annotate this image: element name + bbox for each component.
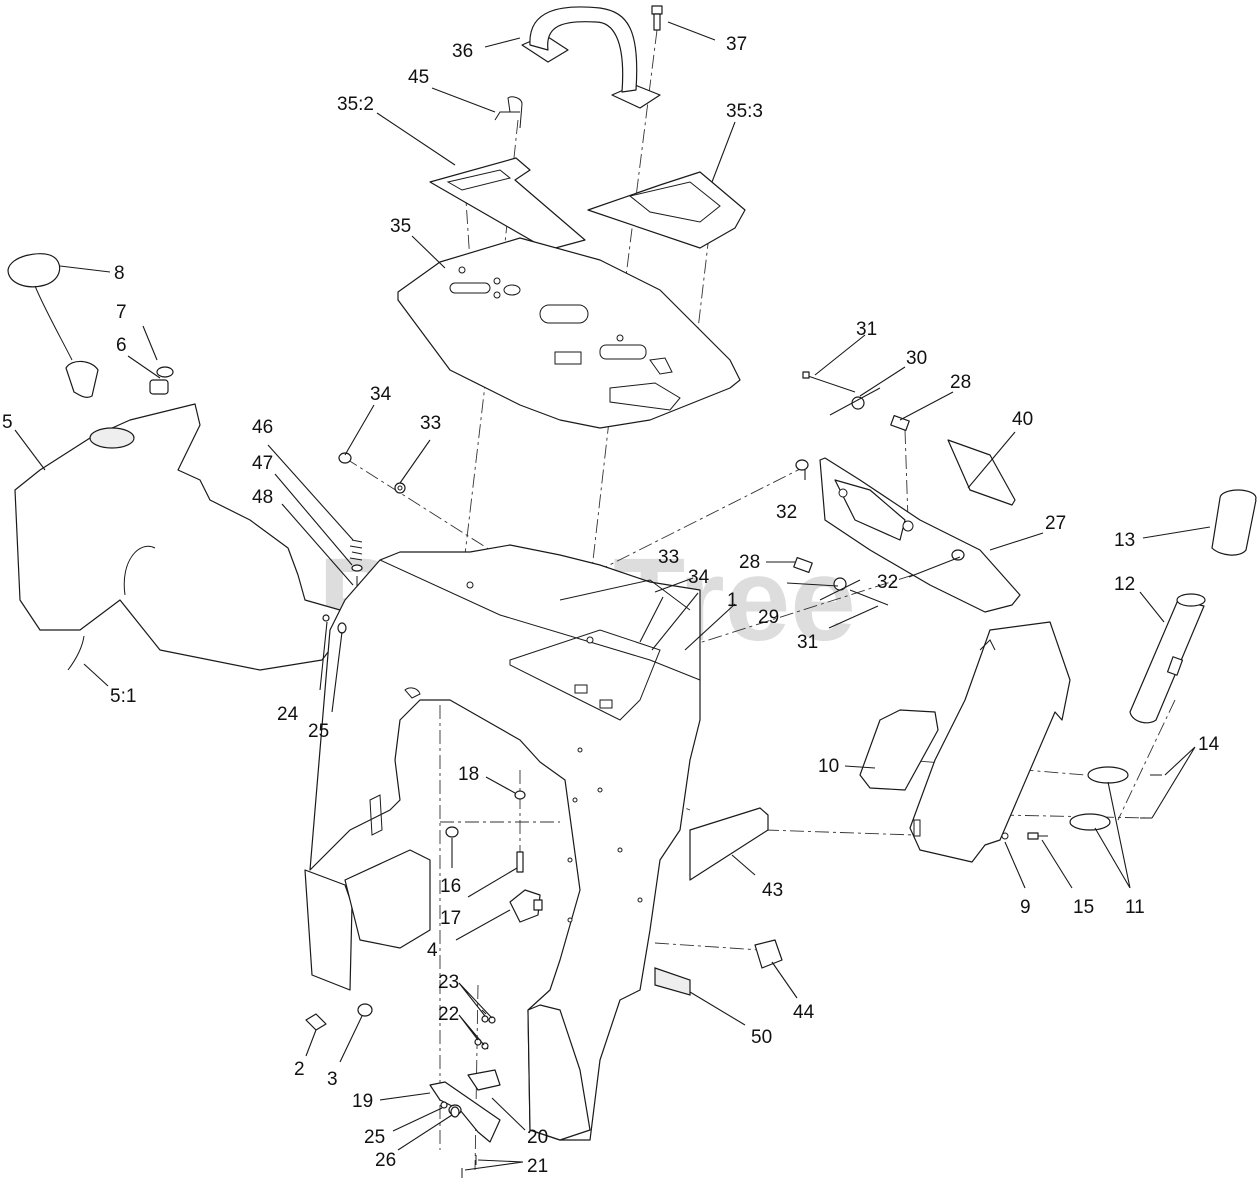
callout-11: 11	[1125, 897, 1145, 918]
decal-43	[689, 807, 769, 881]
callout-7: 7	[116, 302, 127, 323]
handle-part	[521, 6, 661, 109]
side-panel-part	[909, 621, 1071, 863]
callout-47: 47	[252, 453, 273, 474]
callout-30: 30	[906, 348, 927, 369]
callout-36: 36	[452, 41, 473, 62]
leader-lines	[14, 21, 1211, 1171]
screw-15-part	[1027, 832, 1048, 840]
callout-9: 9	[1020, 897, 1031, 918]
callout-22: 22	[438, 1004, 459, 1025]
decal-35-3	[587, 171, 746, 249]
callout-27: 27	[1045, 513, 1066, 534]
callout-26: 26	[375, 1150, 396, 1171]
decal-35-2	[429, 157, 586, 251]
bracket-part	[429, 1009, 501, 1143]
pad-part	[859, 709, 939, 791]
callout-48: 48	[252, 487, 273, 508]
clamp-part	[1069, 766, 1129, 831]
shield-plate-part	[819, 457, 1021, 613]
hinge-hardware-part	[793, 371, 965, 606]
callout-5-1: 5:1	[110, 686, 136, 707]
callout-32-top: 32	[776, 502, 797, 523]
callout-34-top: 34	[370, 384, 392, 405]
decal-44	[754, 939, 783, 969]
callout-3: 3	[327, 1069, 338, 1090]
callout-33-mid: 33	[658, 547, 679, 568]
callout-12: 12	[1114, 574, 1135, 595]
callout-35-3: 35:3	[726, 101, 763, 122]
callout-33-top: 33	[420, 413, 441, 434]
pin-part	[494, 96, 523, 129]
callout-14: 14	[1198, 734, 1220, 755]
callout-10: 10	[818, 756, 839, 777]
callout-1: 1	[727, 590, 738, 611]
callout-43: 43	[762, 880, 783, 901]
callout-31-bottom: 31	[797, 632, 818, 653]
grip-part	[1211, 489, 1257, 556]
callout-13: 13	[1114, 530, 1135, 551]
callout-4: 4	[427, 940, 438, 961]
callout-16: 16	[440, 876, 461, 897]
control-panel-part	[397, 237, 741, 429]
callout-32-bottom: 32	[877, 572, 898, 593]
callout-25-left: 25	[308, 721, 329, 742]
fuel-tank-part	[14, 403, 346, 671]
callout-45: 45	[408, 67, 429, 88]
callout-5: 5	[2, 412, 13, 433]
callout-20: 20	[527, 1127, 548, 1148]
small-hardware-part	[322, 614, 496, 1178]
parts-artwork	[7, 5, 1257, 1178]
bolt-part	[651, 5, 663, 31]
main-frame-part	[304, 544, 701, 1141]
callout-35-2: 35:2	[337, 94, 374, 115]
callout-37: 37	[726, 34, 747, 55]
spring-part	[349, 539, 363, 594]
decal-50	[654, 967, 691, 996]
callout-24: 24	[277, 704, 299, 725]
callout-21: 21	[527, 1156, 548, 1177]
callout-19: 19	[352, 1091, 373, 1112]
callout-8: 8	[114, 263, 125, 284]
callout-labels: 36 37 45 35:2 35:3 35 8 7 6 5 5:1 34 33 …	[2, 34, 1220, 1177]
callout-40: 40	[1012, 409, 1033, 430]
switch-part	[509, 889, 543, 923]
callout-34-mid: 34	[688, 567, 710, 588]
callout-18: 18	[458, 764, 479, 785]
callout-6: 6	[116, 335, 127, 356]
callout-31-top: 31	[856, 319, 877, 340]
callout-15: 15	[1073, 897, 1094, 918]
callout-29: 29	[758, 607, 779, 628]
screw-part	[1140, 774, 1162, 819]
callout-46: 46	[252, 417, 273, 438]
callout-25-bottom: 25	[364, 1127, 385, 1148]
callout-28-top: 28	[950, 372, 971, 393]
callout-50: 50	[751, 1027, 772, 1048]
callout-2: 2	[294, 1059, 305, 1080]
tube-part	[1129, 593, 1206, 724]
fuel-cap-part	[7, 253, 99, 398]
callout-28-bottom: 28	[739, 552, 760, 573]
callout-23: 23	[438, 972, 459, 993]
bolt-small-part	[305, 1003, 373, 1031]
callout-35: 35	[390, 216, 411, 237]
callout-44: 44	[793, 1002, 815, 1023]
fastener-part	[445, 790, 526, 873]
callout-17: 17	[440, 908, 461, 929]
